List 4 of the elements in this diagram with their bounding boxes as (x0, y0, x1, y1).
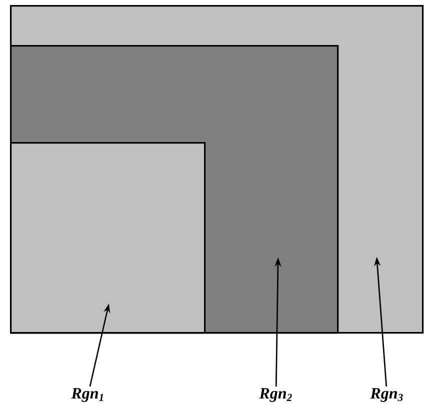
region-box (10, 142, 206, 334)
region-label: Rgn$_{2}$ (259, 388, 292, 402)
region-label: Rgn$_{1}$ (71, 388, 104, 402)
region-label: Rgn$_{3}$ (370, 388, 403, 402)
